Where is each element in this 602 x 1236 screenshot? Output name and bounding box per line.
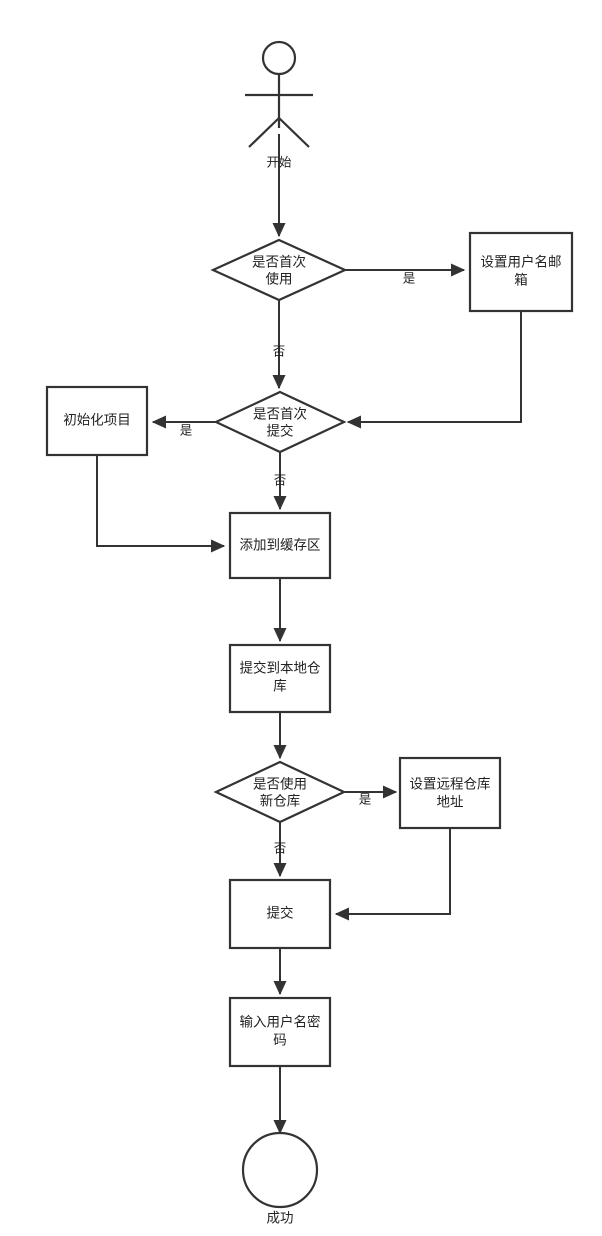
- add-to-stage-label: 添加到缓存区: [240, 538, 321, 553]
- edge-init-project-to-add-stage: [96, 455, 226, 553]
- node-enter-credentials: 输入用户名密 码: [228, 996, 332, 1068]
- decision-new-repo-line1: 是否使用: [253, 776, 307, 792]
- edge-label-first-commit-yes: 是: [180, 423, 193, 437]
- decision-first-use-line2: 使用: [266, 271, 293, 287]
- decision-first-commit-line1: 是否首次: [253, 407, 307, 422]
- edge-set-remote-to-push: [334, 828, 451, 921]
- set-remote-addr-line2: 地址: [437, 795, 464, 810]
- commit-local-line2: 库: [273, 679, 287, 694]
- node-decision-new-repo: 是否使用 新仓库: [213, 760, 347, 824]
- enter-credentials-line1: 输入用户名密: [240, 1014, 321, 1030]
- decision-first-use-line1: 是否首次: [252, 255, 306, 270]
- decision-new-repo-line2: 新仓库: [260, 794, 301, 809]
- end-success-label: 成功: [267, 1211, 294, 1226]
- decision-first-commit-line2: 提交: [267, 423, 294, 439]
- node-decision-first-commit: 是否首次 提交: [213, 390, 347, 454]
- node-add-to-stage: 添加到缓存区: [228, 511, 332, 580]
- node-commit-local: 提交到本地仓 库: [228, 643, 332, 714]
- edge-set-user-email-to-first-commit: [346, 311, 522, 429]
- edge-label-start: 开始: [266, 155, 292, 169]
- set-remote-addr-line1: 设置远程仓库: [410, 777, 491, 792]
- set-user-email-line1: 设置用户名邮: [481, 254, 562, 270]
- node-decision-first-use: 是否首次 使用: [210, 238, 348, 302]
- edge-label-first-use-yes: 是: [403, 271, 416, 285]
- node-set-remote-addr: 设置远程仓库 地址: [398, 756, 502, 830]
- commit-local-line1: 提交到本地仓: [240, 660, 321, 676]
- node-init-project: 初始化项目: [45, 385, 149, 457]
- edge-label-new-repo-yes: 是: [359, 792, 372, 806]
- push-label: 提交: [267, 905, 294, 921]
- edge-label-new-repo-no: 否: [274, 841, 287, 855]
- node-set-user-email: 设置用户名邮 箱: [468, 231, 574, 313]
- node-push: 提交: [228, 878, 332, 950]
- edge-label-first-use-no: 否: [273, 344, 286, 358]
- node-end-success: [241, 1131, 319, 1209]
- node-actor-start: [245, 40, 313, 148]
- set-user-email-line2: 箱: [514, 273, 528, 288]
- edge-label-first-commit-no: 否: [274, 473, 287, 487]
- enter-credentials-line2: 码: [273, 1033, 287, 1048]
- init-project-label: 初始化项目: [63, 412, 131, 428]
